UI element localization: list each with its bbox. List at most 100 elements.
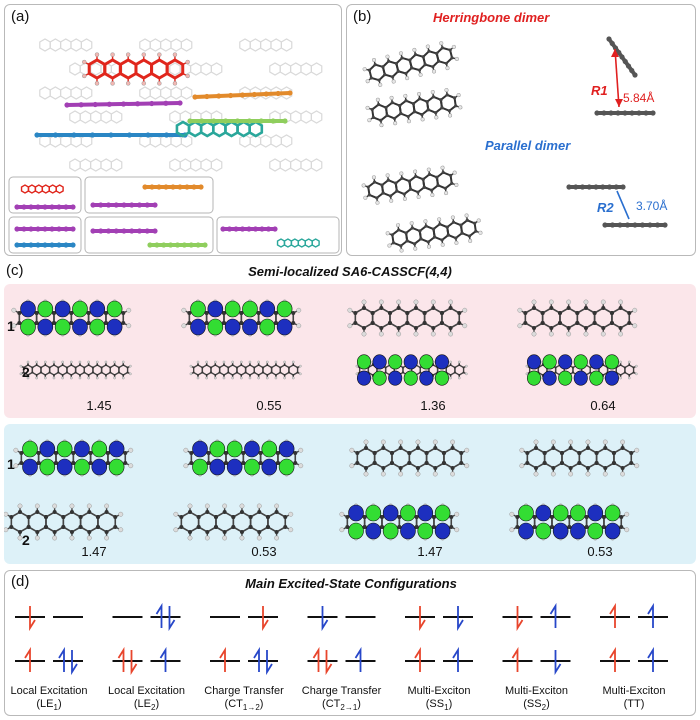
hydrogen-atom	[451, 44, 456, 49]
hydrogen-atom	[380, 439, 386, 445]
atom	[136, 202, 143, 208]
atom	[56, 204, 62, 210]
hydrogen-atom	[372, 57, 377, 63]
orbital-lobe	[22, 440, 38, 458]
carbon-atom	[196, 525, 201, 529]
hydrogen-atom	[61, 376, 64, 380]
carbon-atom	[206, 451, 211, 455]
ring	[134, 58, 154, 80]
carbon-atom	[451, 220, 456, 224]
mol-label-1-top: 1	[7, 318, 15, 334]
carbon-atom	[258, 461, 263, 465]
carbon-atom	[35, 364, 38, 366]
carbon-atom	[274, 530, 279, 534]
configuration-symbol-index: 2→1	[340, 703, 358, 713]
carbon-atom	[39, 371, 42, 374]
carbon-atom	[474, 229, 478, 233]
carbon-atom	[419, 366, 422, 369]
ring	[180, 511, 200, 533]
background-molecule	[69, 110, 123, 124]
spin-up-electron	[452, 646, 459, 672]
ring	[354, 307, 374, 329]
hydrogen-atom	[181, 307, 187, 313]
carbon-atom	[188, 530, 192, 534]
carbon-atom	[27, 364, 29, 366]
atom	[258, 118, 264, 124]
carbon-atom	[568, 466, 573, 470]
carbon-atom	[585, 466, 590, 470]
carbon-atom	[275, 451, 280, 455]
carbon-atom	[291, 321, 296, 325]
atom	[14, 226, 20, 232]
inset-green-molecule	[147, 242, 208, 248]
panel-c-title: Semi-localized SA6-CASSCF(4,4)	[248, 264, 452, 279]
parallel-title: Parallel dimer	[485, 138, 571, 153]
carbon-atom	[383, 73, 387, 77]
orbital-lobe	[535, 522, 552, 540]
carbon-atom	[594, 451, 599, 455]
carbon-atom	[372, 461, 377, 465]
orbital-lobe	[54, 318, 71, 336]
atom	[617, 222, 623, 228]
hydrogen-atom	[52, 503, 58, 509]
atom	[233, 226, 239, 232]
carbon-atom	[78, 515, 83, 519]
hydrogen-atom	[128, 364, 132, 368]
orbital-lobe	[417, 504, 434, 522]
hydrogen-atom	[291, 360, 295, 364]
carbon-atom	[601, 326, 606, 330]
panel-b-label: (b)	[353, 8, 372, 25]
carbon-atom	[405, 321, 410, 325]
carbon-atom	[370, 107, 374, 112]
carbon-atom	[91, 371, 94, 374]
dimer-inset	[8, 216, 82, 254]
hydrogen-atom	[196, 376, 200, 380]
carbon-atom	[427, 172, 432, 176]
hydrogen-atom	[450, 215, 455, 220]
atom	[126, 132, 133, 138]
panel-d-title: Main Excited-State Configurations	[245, 576, 457, 591]
carbon-atom	[389, 461, 394, 465]
atom	[147, 242, 153, 248]
carbon-atom	[554, 366, 557, 369]
hydrogen-atom	[239, 376, 243, 380]
spin-up-electron	[609, 646, 616, 672]
carbon-atom	[65, 371, 68, 374]
carbon-atom	[235, 366, 238, 369]
configuration-label: Multi-Exciton(SS1)	[391, 685, 487, 714]
spin-arrow	[549, 602, 557, 628]
carbon-atom	[458, 374, 461, 376]
carbon-atom	[460, 231, 464, 235]
hydrogen-atom	[406, 119, 411, 124]
carbon-atom	[188, 510, 192, 514]
ring	[59, 86, 72, 100]
carbon-atom	[283, 515, 288, 519]
carbon-atom	[27, 374, 29, 376]
inset-purple-molecule	[14, 204, 76, 210]
ring	[218, 364, 230, 376]
carbon-atom	[52, 510, 57, 514]
hydrogen-atom	[104, 535, 110, 541]
hydrogen-atom	[413, 246, 418, 251]
configuration-label: Charge Transfer(CT1→2)	[196, 685, 292, 714]
orbital-lobe	[382, 504, 399, 522]
orbital-lobe	[570, 504, 586, 522]
ring	[248, 120, 264, 138]
carbon-atom	[589, 366, 592, 369]
atom	[632, 72, 638, 78]
hydrogen-atom	[347, 307, 353, 313]
background-molecule	[269, 62, 323, 76]
orbital-lobe	[587, 522, 604, 540]
ring	[109, 364, 120, 376]
carbon-atom	[17, 321, 22, 325]
ring	[356, 447, 376, 469]
atom	[287, 90, 293, 96]
background-molecule	[139, 38, 193, 52]
carbon-atom	[445, 93, 449, 97]
ring	[103, 58, 122, 80]
orbital-lobe	[604, 504, 621, 522]
parallel-molecule-2	[385, 213, 483, 253]
ring	[441, 307, 461, 329]
carbon-atom	[395, 189, 399, 193]
carbon-atom	[601, 525, 606, 529]
